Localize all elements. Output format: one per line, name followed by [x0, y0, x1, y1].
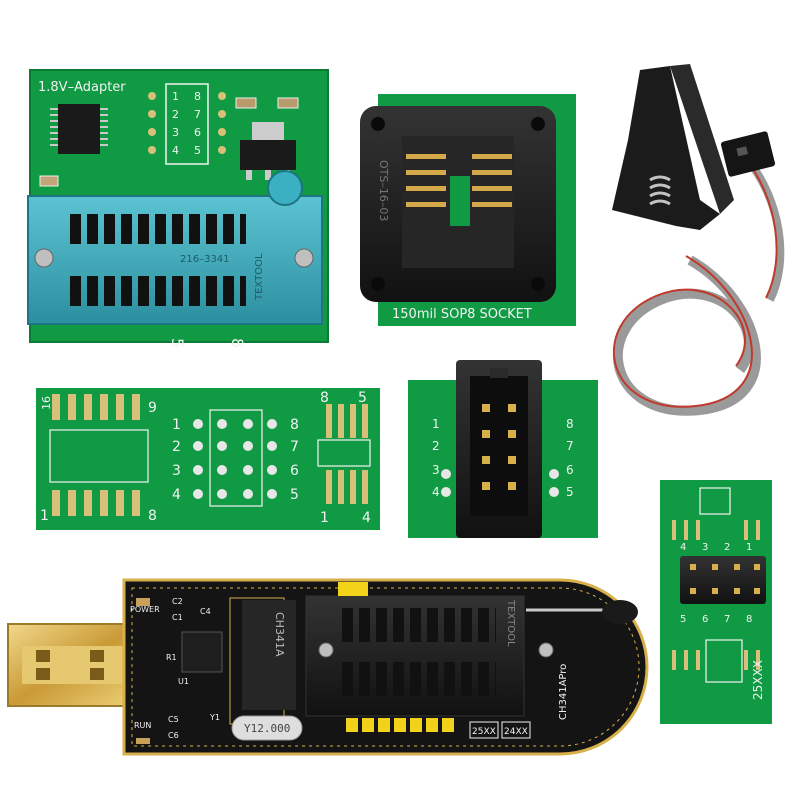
adapter-pin-2: 2	[172, 108, 179, 121]
adapter-pin-6: 6	[194, 126, 201, 139]
dip-corner-1: 1	[40, 508, 49, 524]
tag-24xx: 24XX	[504, 727, 528, 737]
chip-label: CH341A	[273, 612, 286, 657]
sop8-socket-label: 150mil SOP8 SOCKET	[392, 307, 532, 322]
label-c2: C2	[172, 597, 183, 606]
sop8-body-text: OTS–16–03	[377, 160, 390, 221]
label-r1: R1	[166, 653, 177, 662]
dip-pin-8: 8	[290, 417, 299, 433]
dip-corner-9: 9	[148, 400, 157, 416]
small-pin-4: 4	[680, 542, 686, 553]
ch341a-chip	[242, 600, 296, 710]
dip-right-corner-4: 4	[362, 510, 371, 526]
adapter-pin-1: 1	[172, 90, 179, 103]
label-c4: C4	[200, 607, 211, 616]
label-c5: C5	[168, 715, 179, 724]
dip-pin-5: 5	[290, 487, 299, 503]
header-pin-1: 1	[432, 417, 440, 431]
dip-pin-4: 4	[172, 487, 181, 503]
label-c6: C6	[168, 731, 179, 740]
adapter-title: 1.8V–Adapter	[38, 80, 126, 95]
adapter-pin-8: 8	[194, 90, 201, 103]
header-pin-6: 6	[566, 463, 574, 477]
small-pin-7: 7	[724, 614, 730, 625]
label-run: RUN	[134, 721, 151, 730]
dip-pin-3: 3	[172, 463, 181, 479]
header-pin-7: 7	[566, 439, 574, 453]
dip-pin-7: 7	[290, 439, 299, 455]
dip-corner-16: 16	[40, 396, 53, 410]
dip-pin-6: 6	[290, 463, 299, 479]
dip-right-corner-5: 5	[358, 390, 367, 406]
dip8-footprint	[165, 83, 209, 165]
zif-lever-knob	[267, 170, 303, 206]
small-pin-1: 1	[746, 542, 752, 553]
crystal-label: Y12.000	[244, 722, 290, 735]
label-power: POWER	[130, 605, 160, 614]
tag-25xx: 25XX	[472, 727, 496, 737]
header-pin-3: 3	[432, 463, 440, 477]
small-pin-8: 8	[746, 614, 752, 625]
soic-test-clip	[612, 64, 785, 416]
dip-pin-1: 1	[172, 417, 181, 433]
ssop-chip	[58, 104, 100, 154]
crystal	[231, 715, 303, 741]
small-25xx-adapter: 4 3 2 1 5 6 7 8 25XXX	[660, 480, 772, 724]
zif-textool-text: TEXTOOL	[254, 253, 265, 301]
dip-corner-8: 8	[148, 508, 157, 524]
adapter-pin-7: 7	[194, 108, 201, 121]
small-pin-2: 2	[724, 542, 730, 553]
label-c1: C1	[172, 613, 183, 622]
dip-pin-2: 2	[172, 439, 181, 455]
small-pin-5: 5	[680, 614, 686, 625]
header-pin-8: 8	[566, 417, 574, 431]
dip-right-corner-1: 1	[320, 510, 329, 526]
dip-right-corner-8: 8	[320, 390, 329, 406]
adapter-bottom-left-num: 5	[168, 338, 187, 348]
zif-brand-text: 216–3341	[180, 254, 230, 265]
small-25xx-label: 25XXX	[751, 660, 765, 700]
pin-header	[680, 556, 766, 604]
small-pin-3: 3	[702, 542, 708, 553]
label-y1: Y1	[209, 713, 220, 722]
label-u1: U1	[178, 677, 189, 686]
adapter-bottom-right-num: 8	[228, 338, 247, 348]
sop8-socket-board: OTS–16–03 150mil SOP8 SOCKET	[360, 94, 576, 326]
adapter-pin-3: 3	[172, 126, 179, 139]
header-pin-4: 4	[432, 485, 440, 499]
header-pin-5: 5	[566, 485, 574, 499]
header-adapter-board: 1 2 3 4 8 7 6 5	[408, 360, 598, 538]
small-pin-6: 6	[702, 614, 708, 625]
ribbon-cable	[612, 255, 761, 416]
clip-jaw	[612, 66, 720, 230]
regulator-chip	[240, 140, 296, 170]
regulator	[181, 631, 223, 673]
header-pin-2: 2	[432, 439, 440, 453]
programmer-zif-text: TEXTOOL	[505, 599, 516, 647]
zif-lever-knob-black	[602, 600, 638, 624]
adapter-pin-4: 4	[172, 144, 179, 157]
adapter-pin-5: 5	[194, 144, 201, 157]
ch341a-programmer: POWER RUN C2 C4 C1 R1 U1 C5 C6 Y1 CH341A…	[7, 578, 649, 756]
programmer-brand: CH341APro	[558, 664, 569, 720]
dip-adapter-board: 1 2 3 4 8 7 6 5 16 9 1 8 8 5 1 4	[36, 388, 380, 530]
adapter-1-8v-board: 1.8V–Adapter 1 2 3 4 8 7 6 5	[27, 69, 329, 348]
dip-footprint	[209, 409, 263, 507]
